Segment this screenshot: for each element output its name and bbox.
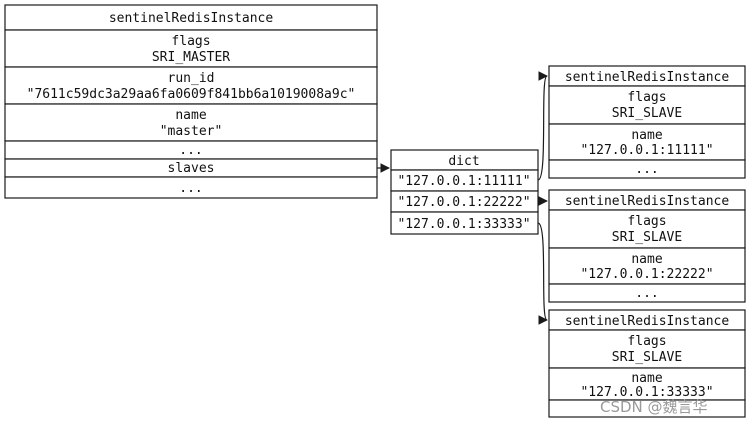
master-flags-value: SRI_MASTER (152, 50, 230, 65)
master-name-label: name (175, 108, 206, 123)
dict-entry-1: "127.0.0.1:11111" (397, 174, 530, 189)
slave-2-flags-value: SRI_SLAVE (612, 230, 682, 245)
master-name-cell (4, 103, 378, 142)
dict-title: dict (448, 154, 479, 169)
slave-instance-1: sentinelRedisInstance flags SRI_SLAVE na… (548, 65, 746, 179)
slave-2-name-label: name (631, 252, 662, 267)
slave-3-flags-value: SRI_SLAVE (612, 350, 682, 365)
slave-3-name-value: "127.0.0.1:33333" (580, 385, 713, 400)
dict-to-slave-3-arrow (537, 222, 548, 325)
watermark: CSDN @魏言华 (600, 398, 708, 416)
slave-1-title: sentinelRedisInstance (565, 70, 730, 85)
master-title: sentinelRedisInstance (109, 11, 274, 26)
slave-1-ellipsis: ... (635, 162, 658, 177)
slave-3-flags-cell (548, 329, 746, 369)
slave-1-flags-cell (548, 85, 746, 125)
master-ellipsis-1: ... (179, 143, 202, 158)
dict-to-slave-1-arrow (537, 71, 548, 181)
slave-1-ellipsis-cell (548, 159, 746, 179)
master-instance: sentinelRedisInstance flags SRI_MASTER r… (4, 4, 378, 199)
slave-3-flags-label: flags (627, 334, 666, 349)
master-run-id-label: run_id (168, 71, 215, 86)
slave-instance-2: sentinelRedisInstance flags SRI_SLAVE na… (548, 189, 746, 303)
master-title-cell (4, 4, 378, 31)
master-name-value: "master" (160, 124, 223, 139)
slave-2-ellipsis-cell (548, 283, 746, 303)
slave-3-ellipsis-cell (548, 399, 746, 418)
slave-instance-3: sentinelRedisInstance flags SRI_SLAVE na… (548, 309, 746, 418)
slaves-dict: dict "127.0.0.1:11111" "127.0.0.1:22222"… (390, 149, 539, 235)
master-run-id-value: "7611c59dc3a29aa6fa0609f841bb6a1019008a9… (27, 87, 356, 102)
master-slaves-label: slaves (168, 161, 215, 176)
slave-1-name-value: "127.0.0.1:11111" (580, 143, 713, 158)
master-ellipsis-cell-2 (4, 176, 378, 199)
slave-2-name-value: "127.0.0.1:22222" (580, 267, 713, 282)
slave-1-flags-value: SRI_SLAVE (612, 106, 682, 121)
slave-2-ellipsis: ... (635, 286, 658, 301)
slave-1-name-label: name (631, 128, 662, 143)
slave-2-flags-label: flags (627, 214, 666, 229)
slave-3-name-label: name (631, 371, 662, 386)
master-flags-label: flags (171, 34, 210, 49)
dict-entry-3: "127.0.0.1:33333" (397, 217, 530, 232)
master-flags-cell (4, 29, 378, 68)
slave-1-name-cell (548, 123, 746, 161)
slave-3-title: sentinelRedisInstance (565, 314, 730, 329)
slave-2-title: sentinelRedisInstance (565, 194, 730, 209)
dict-entry-2: "127.0.0.1:22222" (397, 195, 530, 210)
master-ellipsis-2: ... (179, 181, 202, 196)
master-run-id-cell (4, 66, 378, 105)
slave-1-flags-label: flags (627, 90, 666, 105)
slave-2-name-cell (548, 247, 746, 285)
